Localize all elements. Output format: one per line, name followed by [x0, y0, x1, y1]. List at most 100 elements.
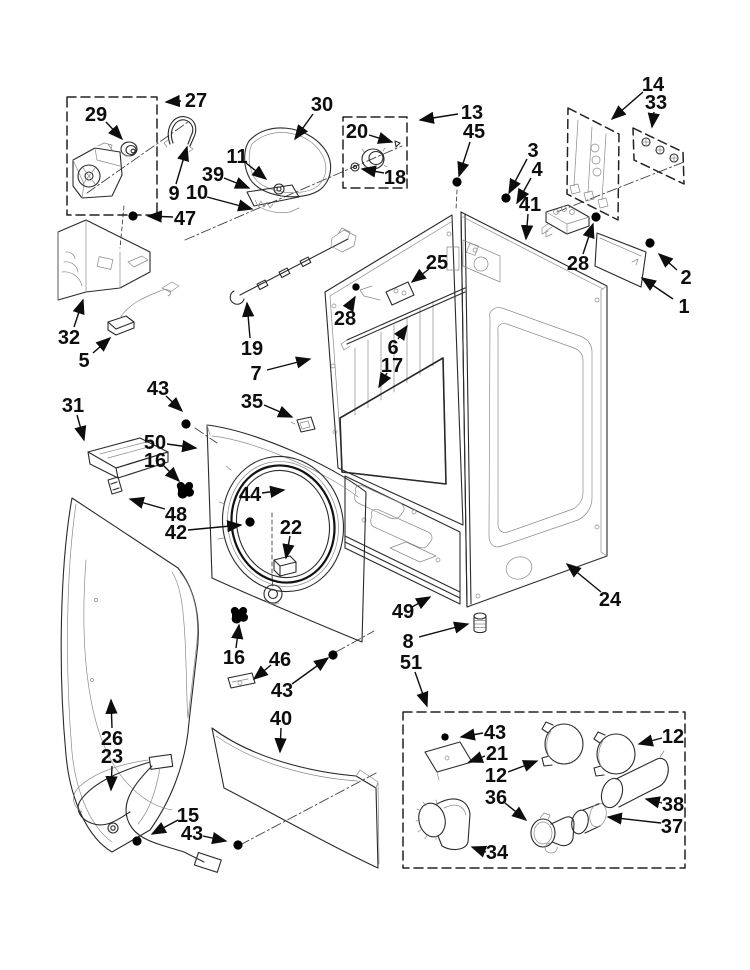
- screw-43-bottom: [232, 839, 253, 853]
- screw-15: [131, 835, 152, 851]
- callout-28: 28: [567, 222, 595, 275]
- callout-leader: [640, 277, 674, 300]
- callout-leader: [242, 301, 255, 339]
- callout-leader: [657, 252, 678, 271]
- motor-kit-box: [66, 96, 158, 216]
- cabinet-shell: [460, 211, 608, 608]
- callout-leader: [508, 158, 528, 195]
- callout-20: 20: [346, 121, 394, 144]
- vent-clamp-36: [530, 812, 575, 854]
- callout-35: 35: [241, 391, 294, 418]
- callout-number: 50: [144, 432, 166, 454]
- callout-number: 48: [165, 504, 187, 526]
- callout-leader: [231, 623, 244, 649]
- callout-leader: [418, 111, 459, 124]
- callout-leader: [394, 324, 408, 341]
- callout-16: 16: [223, 623, 245, 669]
- callout-17: 17: [378, 355, 403, 389]
- callout-leader: [146, 210, 174, 223]
- callout-number: 4: [531, 159, 543, 181]
- callout-number: 38: [662, 794, 684, 816]
- callout-leader: [414, 671, 429, 708]
- callout-26: 26: [101, 698, 123, 750]
- callout-leader: [411, 596, 432, 610]
- callout-19: 19: [241, 301, 263, 360]
- callout-leader: [150, 819, 179, 835]
- callout-number: 7: [250, 363, 261, 385]
- callout-47: 47: [146, 208, 196, 230]
- vent-pipe-37: [571, 802, 607, 835]
- callout-number: 45: [463, 121, 485, 143]
- callout-leader: [418, 621, 470, 638]
- callout-number: 39: [202, 164, 224, 186]
- vent-kit-box: [402, 711, 686, 869]
- callout-leader: [261, 485, 286, 498]
- callout-33: 33: [645, 92, 667, 129]
- callout-number: 44: [239, 484, 262, 506]
- callout-leader: [206, 196, 254, 212]
- callout-number: 12: [662, 726, 684, 748]
- callout-number: 2: [680, 267, 691, 289]
- main-wire-harness: [73, 753, 222, 873]
- callout-leader: [72, 298, 85, 328]
- callout-9: 9: [168, 145, 189, 205]
- callout-13: 13: [418, 102, 483, 124]
- callout-34: 34: [470, 842, 509, 864]
- screw-kit-parts: [641, 137, 679, 163]
- callout-leader: [459, 728, 484, 741]
- callout-leader: [637, 734, 663, 747]
- callout-12: 12: [637, 726, 684, 748]
- callout-49: 49: [392, 596, 432, 623]
- callout-leader: [263, 404, 294, 418]
- callout-42: 42: [165, 520, 243, 544]
- callout-number: 34: [486, 842, 509, 864]
- broken-belt-switch: [107, 281, 180, 336]
- callout-number: 33: [645, 92, 667, 114]
- clip-35: [290, 416, 316, 433]
- callout-38: 38: [644, 794, 684, 816]
- callout-number: 16: [223, 647, 245, 669]
- callout-28: 28: [334, 295, 356, 330]
- callout-30: 30: [294, 94, 333, 141]
- callout-number: 51: [400, 652, 422, 674]
- callout-leader: [105, 765, 118, 792]
- terminal-kit-box: [566, 107, 620, 221]
- callout-leader: [470, 845, 488, 858]
- lint-duct-housing: [87, 437, 169, 479]
- callout-number: 31: [62, 395, 84, 417]
- clamp-cover-12-left: [541, 721, 584, 767]
- callout-number: 43: [147, 378, 169, 400]
- callout-1: 1: [640, 277, 690, 318]
- callout-number: 27: [185, 90, 207, 112]
- clip-48: [107, 476, 123, 495]
- door-catch: [273, 555, 297, 577]
- lower-access-panel: [211, 727, 380, 869]
- callout-number: 24: [599, 589, 622, 611]
- callout-number: 40: [270, 708, 292, 730]
- screw-2: [643, 236, 665, 254]
- drum-felt-seal: [230, 464, 336, 584]
- callout-leader: [105, 121, 124, 141]
- callout-number: 28: [334, 308, 356, 330]
- callout-leader: [274, 727, 287, 754]
- callout-3: 3: [508, 140, 539, 195]
- callout-leader: [92, 336, 112, 354]
- callout-15: 15: [150, 805, 199, 835]
- terminal-cover-plate: [594, 232, 647, 288]
- callout-leader: [360, 165, 385, 178]
- callout-number: 47: [174, 208, 196, 230]
- callout-leader: [368, 132, 394, 144]
- heater-grille: [339, 357, 447, 485]
- callout-leader: [504, 802, 528, 821]
- callout-leader: [294, 113, 314, 141]
- callout-43: 43: [181, 823, 228, 845]
- callout-number: 30: [311, 94, 333, 116]
- callout-leader: [252, 664, 272, 680]
- callout-22: 22: [280, 517, 302, 560]
- callout-number: 3: [527, 140, 538, 162]
- callout-leader: [166, 440, 198, 453]
- kit-plate-21: [424, 741, 473, 781]
